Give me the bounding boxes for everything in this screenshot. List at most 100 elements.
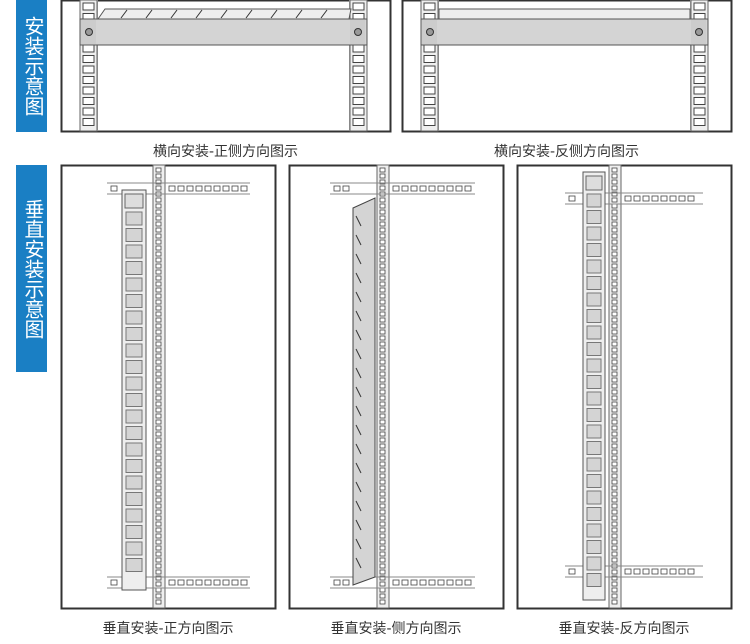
rail-hole — [611, 239, 618, 245]
crossbar-hole — [186, 579, 194, 586]
pdu-socket — [125, 508, 143, 523]
crossbar-hole — [624, 568, 632, 575]
rail-hole — [379, 443, 386, 449]
pdu-socket — [586, 193, 602, 208]
rail-hole — [423, 118, 436, 126]
rail-hole — [611, 209, 618, 215]
rail-hole — [379, 497, 386, 503]
rail-hole — [379, 437, 386, 443]
rail-hole — [611, 551, 618, 557]
rail-hole — [611, 179, 618, 185]
rail-hole — [155, 365, 162, 371]
socket-mark — [195, 9, 203, 19]
rail-hole — [379, 569, 386, 575]
crossbar-hole — [633, 195, 641, 202]
rail-hole — [379, 323, 386, 329]
pdu-socket — [586, 259, 602, 274]
rail-hole — [155, 245, 162, 251]
mount-screw — [426, 28, 434, 36]
rail-hole — [379, 467, 386, 473]
pdu-socket — [125, 558, 143, 572]
crossbar-hole — [660, 568, 668, 575]
rail-hole — [379, 347, 386, 353]
socket-mark — [355, 519, 362, 531]
crossbar-hole — [410, 185, 418, 192]
pdu-socket — [125, 244, 143, 259]
pdu-breaker — [124, 193, 144, 209]
pdu-socket — [586, 490, 602, 505]
rail-hole — [611, 425, 618, 431]
crossbar-hole — [669, 195, 677, 202]
pdu-socket — [586, 391, 602, 406]
rail-hole — [611, 509, 618, 515]
rail-hole — [611, 323, 618, 329]
rail-hole — [611, 245, 618, 251]
socket-mark — [355, 234, 362, 246]
rail-hole — [155, 377, 162, 383]
rail-hole — [379, 425, 386, 431]
rail-hole — [379, 293, 386, 299]
rail-hole — [611, 221, 618, 227]
rail-hole — [379, 209, 386, 215]
rail-hole — [611, 557, 618, 563]
crossbar-hole — [231, 185, 239, 192]
rail-hole — [155, 395, 162, 401]
rail-hole — [611, 539, 618, 545]
socket-mark — [355, 538, 362, 550]
pdu-socket — [125, 393, 143, 407]
rail-hole — [611, 281, 618, 287]
rail-hole — [611, 491, 618, 497]
rail-hole — [155, 335, 162, 341]
rail-hole — [155, 359, 162, 365]
rail-hole — [611, 359, 618, 365]
pdu-socket — [125, 294, 143, 308]
socket-mark — [355, 367, 362, 379]
crossbar-hole — [669, 568, 677, 575]
rail-hole — [155, 269, 162, 275]
rail-hole — [611, 263, 618, 269]
rail-hole — [611, 167, 618, 173]
rail-hole — [155, 545, 162, 551]
rail-hole — [155, 599, 162, 605]
socket-mark — [355, 481, 362, 493]
pdu-socket — [125, 228, 143, 242]
crossbar-hole — [642, 195, 650, 202]
rail-hole — [423, 76, 436, 84]
pdu-body — [420, 18, 709, 46]
crossbar-hole — [446, 185, 454, 192]
pdu-socket — [125, 211, 143, 226]
rail-hole — [379, 269, 386, 275]
socket-mark — [355, 443, 362, 455]
pdu-side — [352, 197, 376, 586]
crossbar-hole — [342, 579, 350, 586]
rail-hole — [155, 263, 162, 269]
socket-mark — [355, 557, 362, 569]
crossbar-hole — [110, 185, 118, 192]
rail-hole — [155, 479, 162, 485]
pdu-socket — [586, 474, 602, 488]
rail-hole — [611, 545, 618, 551]
crossbar-hole — [568, 195, 576, 202]
rail-hole — [611, 575, 618, 581]
rail-hole — [82, 86, 95, 95]
rail-hole — [82, 55, 95, 63]
rail-hole — [611, 479, 618, 485]
rail-hole — [379, 305, 386, 311]
pdu-socket — [125, 310, 143, 325]
rail-hole — [155, 251, 162, 257]
rail-hole — [611, 305, 618, 311]
rail-hole — [155, 233, 162, 239]
caption-vertical-front: 垂直安装-正方向图示 — [102, 621, 234, 637]
crossbar-hole — [464, 185, 472, 192]
rail-hole — [379, 227, 386, 233]
rail-hole — [155, 185, 162, 191]
pdu-top-face — [438, 8, 691, 20]
rail-hole — [155, 305, 162, 311]
rail-hole — [611, 449, 618, 455]
rail-hole — [611, 293, 618, 299]
rail-hole — [379, 257, 386, 263]
rail-hole — [379, 407, 386, 413]
rail-hole — [611, 173, 618, 179]
crossbar-hole — [651, 568, 659, 575]
crossbar-hole — [168, 185, 176, 192]
